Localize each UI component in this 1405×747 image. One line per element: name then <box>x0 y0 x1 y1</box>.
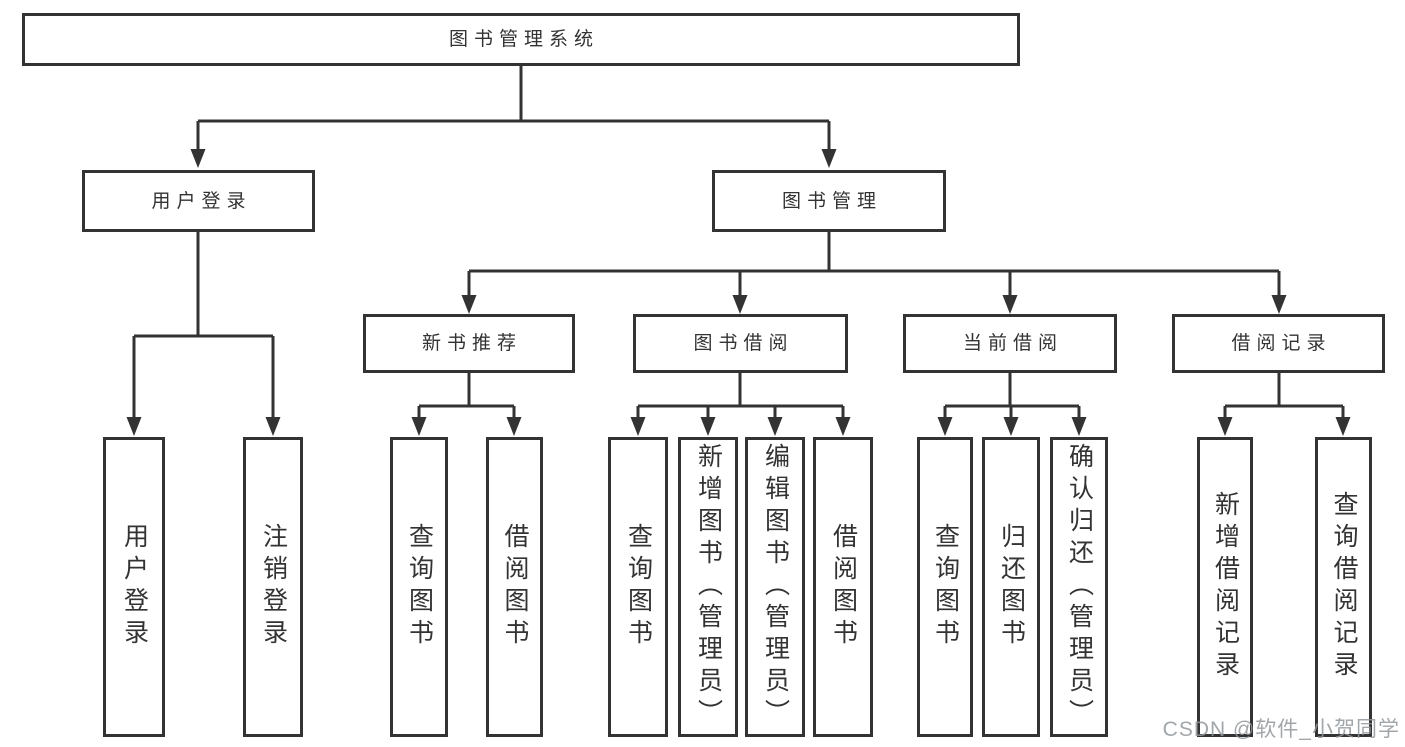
csdn-watermark: CSDN @软件_小贺同学 <box>1162 718 1400 741</box>
leaf-current-query: 查询图书 <box>917 437 973 737</box>
node-borrowing-records: 借阅记录 <box>1172 314 1385 373</box>
arrow-icon <box>126 417 142 436</box>
branch-records <box>1223 373 1345 420</box>
node-book-borrowing: 图书借阅 <box>633 314 848 373</box>
arrow-icon <box>461 295 477 314</box>
arrow-icon <box>630 417 646 436</box>
leaf-borrow-book: 借阅图书 <box>813 437 873 737</box>
arrow-icon <box>190 149 206 168</box>
arrow-icon <box>821 149 837 168</box>
arrow-icon <box>506 417 522 436</box>
leaf-newbook-borrow: 借阅图书 <box>486 437 543 737</box>
leaf-current-return: 归还图书 <box>982 437 1040 737</box>
arrow-icon <box>1335 417 1351 436</box>
leaf-current-confirm-return-admin: 确认归还（管理员） <box>1050 437 1108 737</box>
leaf-borrow-add-admin: 新增图书（管理员） <box>678 437 738 737</box>
branch-login <box>132 232 275 419</box>
node-new-book-recommend: 新书推荐 <box>363 314 575 373</box>
branch-current <box>943 373 1081 420</box>
node-user-login-group: 用户登录 <box>82 170 315 232</box>
node-root: 图书管理系统 <box>22 13 1020 66</box>
node-book-management: 图书管理 <box>712 170 946 232</box>
arrow-icon <box>1002 295 1018 314</box>
arrow-icon <box>265 417 281 436</box>
leaf-newbook-query: 查询图书 <box>390 437 448 737</box>
branch-borrow <box>636 373 845 420</box>
arrow-icon <box>1271 295 1287 314</box>
arrow-icon <box>835 417 851 436</box>
arrow-icon <box>937 417 953 436</box>
leaf-borrow-query: 查询图书 <box>608 437 668 737</box>
arrow-icon <box>1071 417 1087 436</box>
leaf-borrow-edit-admin: 编辑图书（管理员） <box>745 437 805 737</box>
branch-root <box>196 66 831 151</box>
arrow-icon <box>1003 417 1019 436</box>
leaf-records-query: 查询借阅记录 <box>1315 437 1372 737</box>
leaf-logout: 注销登录 <box>243 437 303 737</box>
arrow-icon <box>1217 417 1233 436</box>
node-current-borrowing: 当前借阅 <box>903 314 1117 373</box>
leaf-records-add: 新增借阅记录 <box>1197 437 1253 737</box>
arrow-icon <box>732 295 748 314</box>
leaf-user-login: 用户登录 <box>103 437 165 737</box>
arrow-icon <box>700 417 716 436</box>
branch-newbook <box>417 373 516 420</box>
arrow-icon <box>411 417 427 436</box>
branch-mgmt <box>467 232 1281 297</box>
arrow-icon <box>767 417 783 436</box>
